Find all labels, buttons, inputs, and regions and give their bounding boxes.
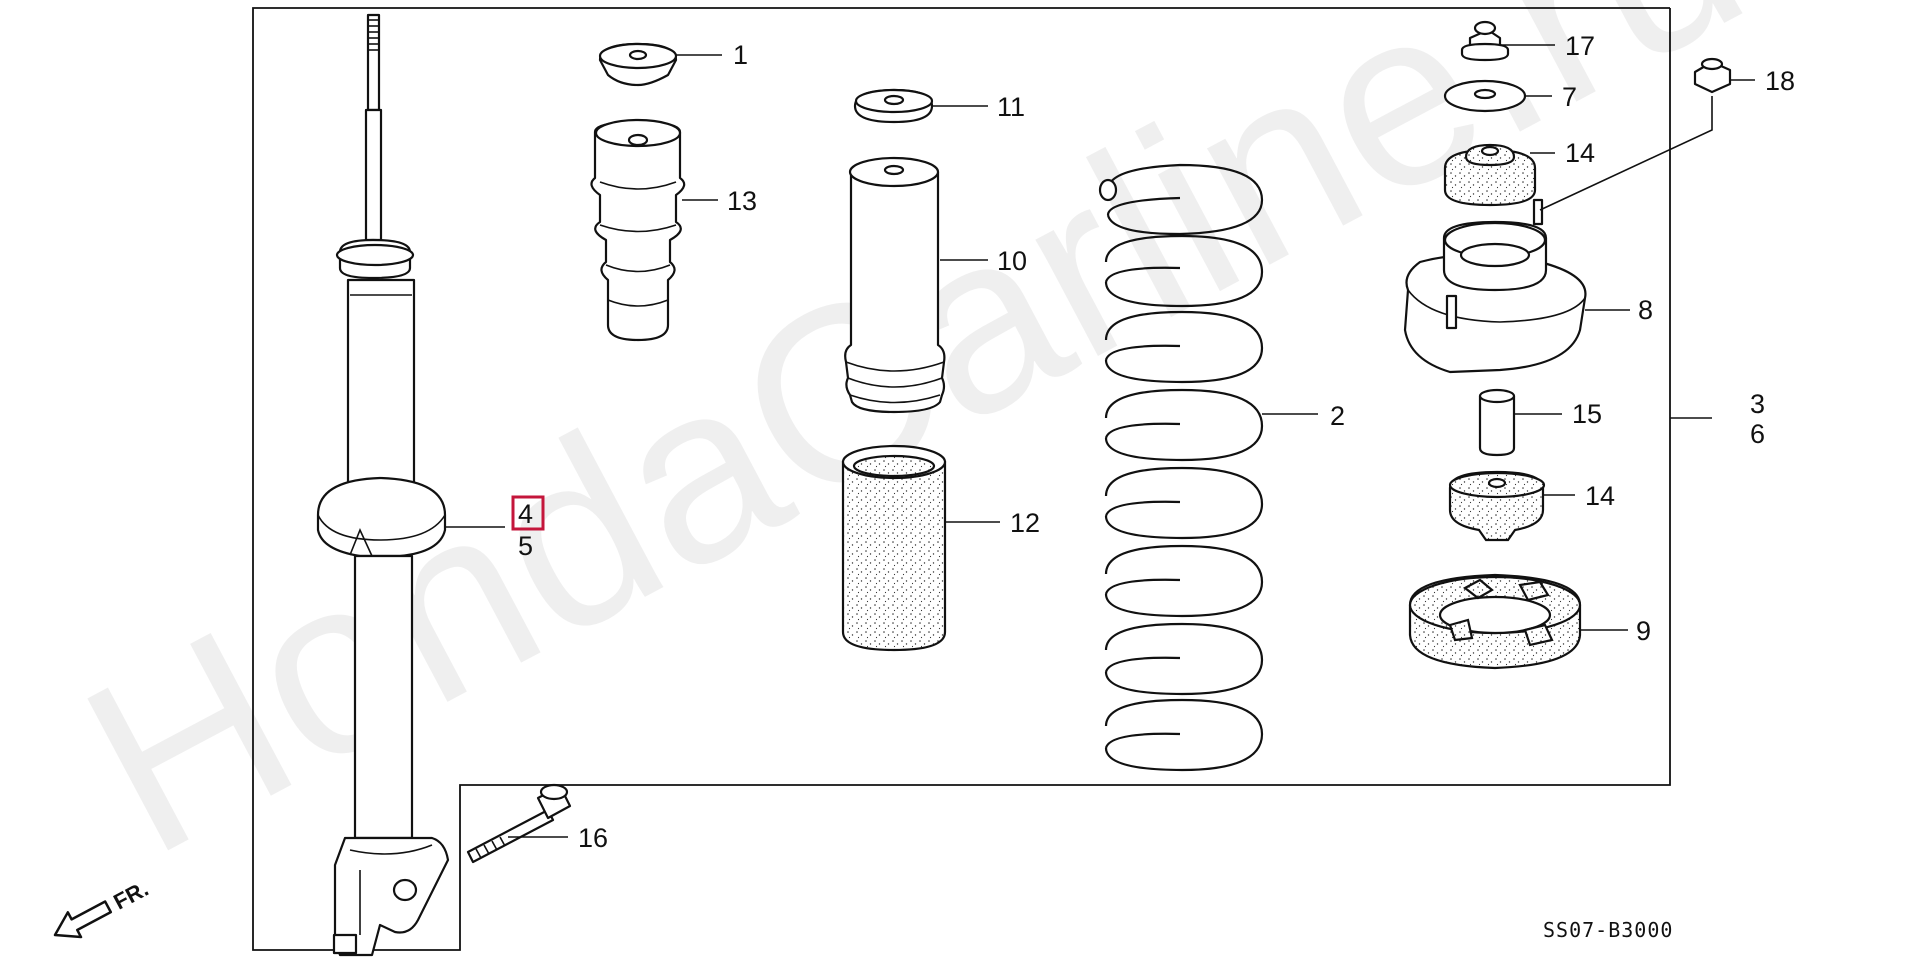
front-direction-arrow: FR. [53,876,152,939]
nut-17[interactable] [1460,20,1510,62]
front-label: FR. [109,876,152,915]
callout-10[interactable]: 10 [997,246,1027,276]
callout-15[interactable]: 15 [1572,399,1602,429]
callout-16[interactable]: 16 [578,823,608,853]
callout-2[interactable]: 2 [1330,401,1345,431]
spring-seat-rubber-9[interactable] [1408,573,1582,670]
callout-17[interactable]: 17 [1565,31,1595,61]
dust-boot-10[interactable] [844,156,946,414]
mount-rubber-14-lower[interactable] [1448,470,1546,542]
washer-7[interactable] [1443,79,1527,113]
callout-labels: 1 2 3 4 5 6 7 8 9 10 11 12 13 14 14 15 1… [511,31,1795,853]
drawing-code: SS07-B3000 [1543,918,1673,942]
callout-18[interactable]: 18 [1765,66,1795,96]
callout-5[interactable]: 5 [518,531,533,561]
assembly-frame [252,7,1671,951]
nut-18[interactable] [1693,57,1732,94]
bolt-16[interactable] [466,783,572,864]
callout-12[interactable]: 12 [1010,508,1040,538]
upper-mount-8[interactable] [1403,198,1587,374]
mount-rubber-14-upper[interactable] [1443,143,1537,207]
leader-lines [445,44,1755,838]
callout-4[interactable]: 4 [518,499,533,529]
callout-9[interactable]: 9 [1636,616,1651,646]
collar-15[interactable] [1478,388,1516,457]
callout-8[interactable]: 8 [1638,295,1653,325]
bump-rubber-13[interactable] [590,118,686,342]
callout-6[interactable]: 6 [1750,419,1765,449]
callout-7[interactable]: 7 [1562,82,1577,112]
selected-callout-box [511,495,545,531]
callout-11[interactable]: 11 [997,92,1025,122]
shock-absorber[interactable] [316,13,450,957]
washer-11[interactable] [853,88,934,124]
bump-stop-cap-1[interactable] [598,42,678,87]
callout-1[interactable]: 1 [733,40,748,70]
coil-spring-2[interactable] [1098,163,1264,772]
callout-3[interactable]: 3 [1750,389,1765,419]
callout-14-upper[interactable]: 14 [1565,138,1595,168]
callout-13[interactable]: 13 [727,186,757,216]
callout-14-lower[interactable]: 14 [1585,481,1615,511]
sleeve-12[interactable] [841,444,947,652]
